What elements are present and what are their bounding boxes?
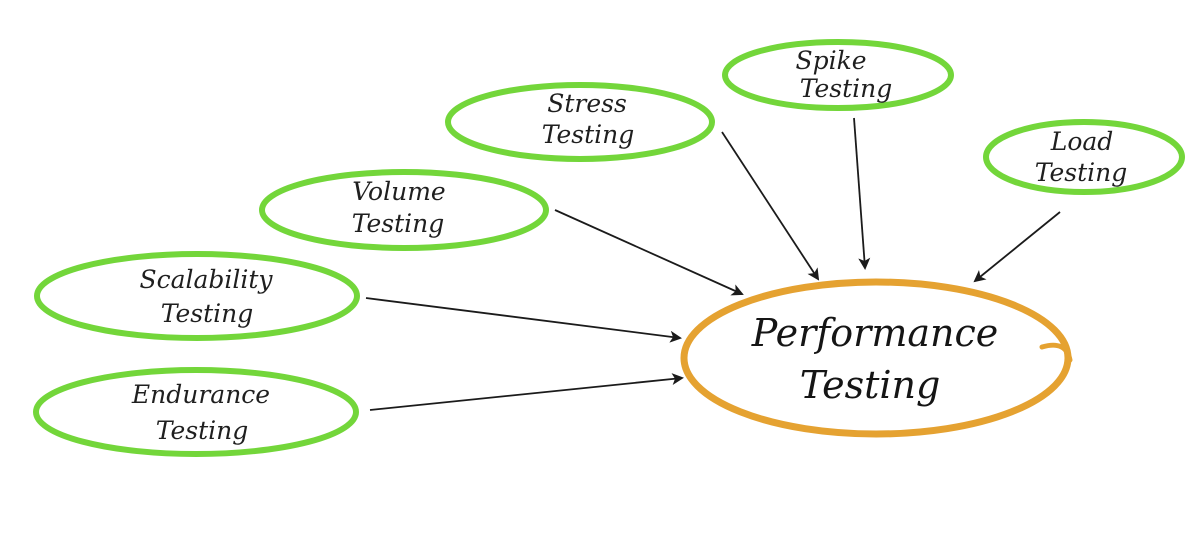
- node-stress-line-1: Stress: [547, 89, 627, 118]
- node-scalability: Scalability Testing: [34, 251, 360, 341]
- node-volume-outline: [259, 169, 549, 251]
- node-stress: Stress Testing: [445, 82, 715, 162]
- node-endurance-line-1: Endurance: [131, 380, 270, 409]
- node-endurance-line-2: Testing: [156, 416, 249, 445]
- node-stress-line-2: Testing: [542, 120, 635, 149]
- node-spike: Spike Testing: [722, 39, 954, 111]
- performance-testing-outline: [680, 278, 1072, 438]
- node-load-line-2: Testing: [1035, 158, 1128, 187]
- arrow-endurance-to-performance: [369, 373, 684, 411]
- arrow-layer: [365, 117, 1061, 411]
- node-volume: Volume Testing: [259, 169, 549, 251]
- arrow-spike-to-performance: [853, 117, 871, 270]
- performance-testing-title-line-1: Performance: [751, 311, 999, 355]
- arrow-load-to-performance: [973, 211, 1061, 283]
- node-spike-line-1: Spike: [795, 46, 866, 75]
- node-scalability-line-1: Scalability: [139, 265, 273, 294]
- node-scalability-line-2: Testing: [161, 299, 254, 328]
- performance-testing-outline-tail: [1039, 342, 1073, 363]
- node-load-outline: [983, 119, 1185, 195]
- node-endurance-outline: [33, 367, 359, 457]
- node-load-line-1: Load: [1050, 127, 1114, 156]
- performance-testing-title-line-2: Testing: [800, 363, 941, 407]
- node-scalability-outline: [34, 251, 360, 341]
- performance-testing-center: Performance Testing: [680, 278, 1073, 438]
- node-volume-line-2: Testing: [352, 209, 445, 238]
- arrow-scalability-to-performance: [365, 297, 682, 343]
- node-endurance: Endurance Testing: [33, 367, 359, 457]
- arrow-stress-to-performance: [721, 131, 820, 281]
- node-spike-outline: [722, 39, 954, 111]
- arrow-volume-to-performance: [554, 209, 744, 296]
- node-load: Load Testing: [983, 119, 1185, 195]
- node-stress-outline: [445, 82, 715, 162]
- node-spike-line-2: Testing: [800, 74, 893, 103]
- node-volume-line-1: Volume: [352, 177, 445, 206]
